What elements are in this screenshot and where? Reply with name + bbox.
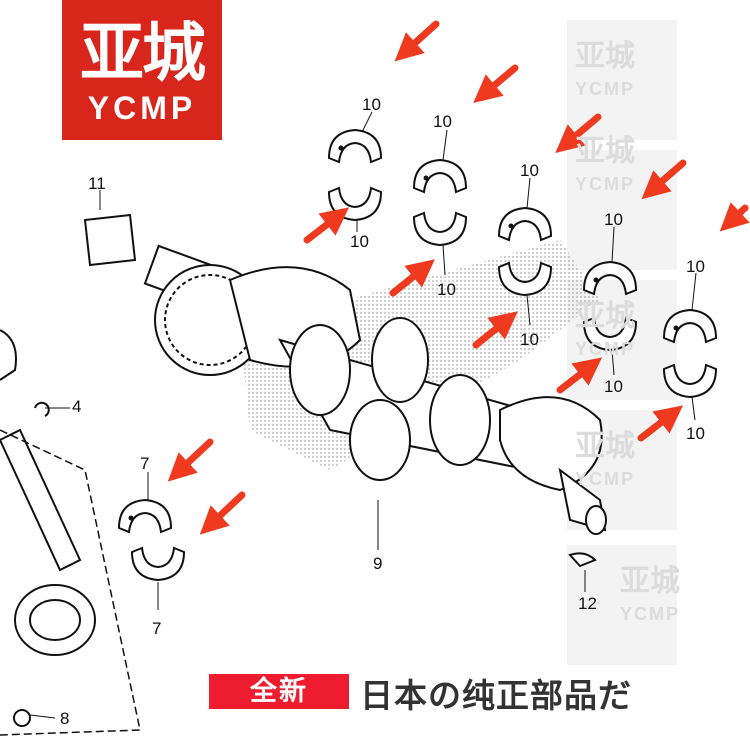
callout-7: 7 [152,619,162,638]
callout-7: 7 [140,454,150,473]
callout-12: 12 [578,594,597,613]
watermark-cn: 亚城 [575,40,635,73]
watermark-cn: 亚城 [575,135,635,168]
callout-10: 10 [350,232,369,251]
watermark-en: YCMP [575,339,636,359]
connecting-rod-drawing [0,329,141,736]
callout-10: 10 [520,330,539,349]
watermark-en: YCMP [575,79,636,99]
callout-4: 4 [72,397,82,416]
highlight-arrows [167,20,750,535]
callout-10: 10 [686,424,705,443]
watermark-tile [567,20,677,140]
watermark: 亚城 YCMP [567,302,677,392]
new-badge: 全新 [209,674,349,709]
callout-10: 10 [362,95,381,114]
callout-10: 10 [604,377,623,396]
watermark-en: YCMP [575,174,636,194]
logo-en: YCMP [87,90,197,126]
callout-10: 10 [686,257,705,276]
watermark: 亚城 YCMP [567,432,677,522]
callout-9: 9 [373,554,383,573]
watermark: 亚城 YCMP [612,567,722,657]
watermark-cn: 亚城 [620,565,680,598]
watermark-cn: 亚城 [575,430,635,463]
watermark-tile [567,150,677,270]
callout-10: 10 [433,112,452,131]
logo-cn: 亚城 [80,17,206,91]
callout-10: 10 [437,280,456,299]
callout-11: 11 [88,174,106,193]
callout-10: 10 [520,161,539,180]
genuine-parts-caption: 日本の纯正部品だ [360,676,632,715]
watermark-en: YCMP [575,469,636,489]
watermark: 亚城 YCMP [567,42,677,132]
rod-bearings [118,499,185,581]
watermark-cn: 亚城 [575,300,635,333]
crankshaft-drawing [34,213,607,568]
callout-10: 10 [604,210,623,229]
callout-8: 8 [60,709,70,728]
brand-logo: 亚城 YCMP [62,0,222,140]
watermark-tile [567,545,677,665]
watermark-en: YCMP [620,604,681,624]
leader-lines [29,111,697,719]
